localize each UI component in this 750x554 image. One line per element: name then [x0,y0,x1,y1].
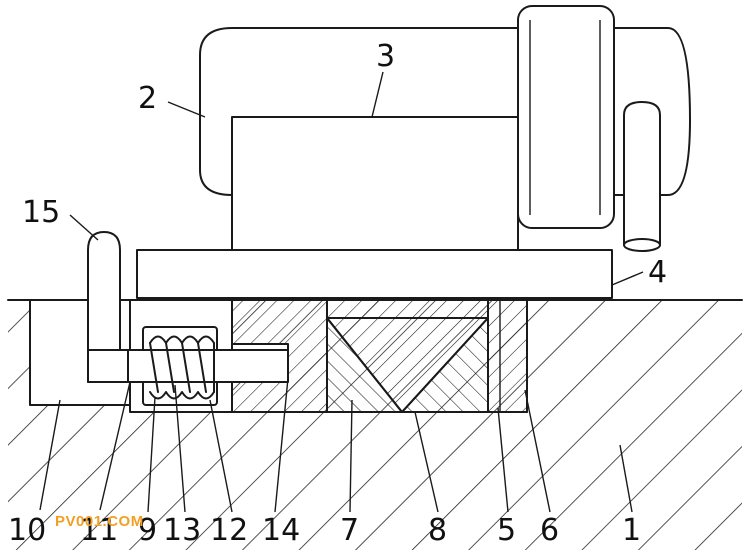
leader-lines [39,71,644,513]
label-11: 11 [80,513,118,548]
label-7: 7 [340,513,359,548]
label-1: 1 [622,513,641,548]
label-15: 15 [22,195,60,230]
label-5: 5 [497,513,516,548]
motor-drum [517,5,615,229]
handle [87,231,129,383]
label-2: 2 [138,81,157,116]
label-3: 3 [376,39,395,74]
machine-block [231,116,519,251]
label-4: 4 [648,255,667,290]
label-10: 10 [8,513,46,548]
label-14: 14 [262,513,300,548]
label-13: 13 [163,513,201,548]
motor-shaft [623,101,661,252]
wedge-assembly [326,299,528,413]
label-9: 9 [138,513,157,548]
label-8: 8 [428,513,447,548]
base-plate [136,249,613,299]
watermark-text: PV001.COM [55,513,144,530]
label-12: 12 [210,513,248,548]
spring-coils [149,335,215,400]
label-6: 6 [540,513,559,548]
